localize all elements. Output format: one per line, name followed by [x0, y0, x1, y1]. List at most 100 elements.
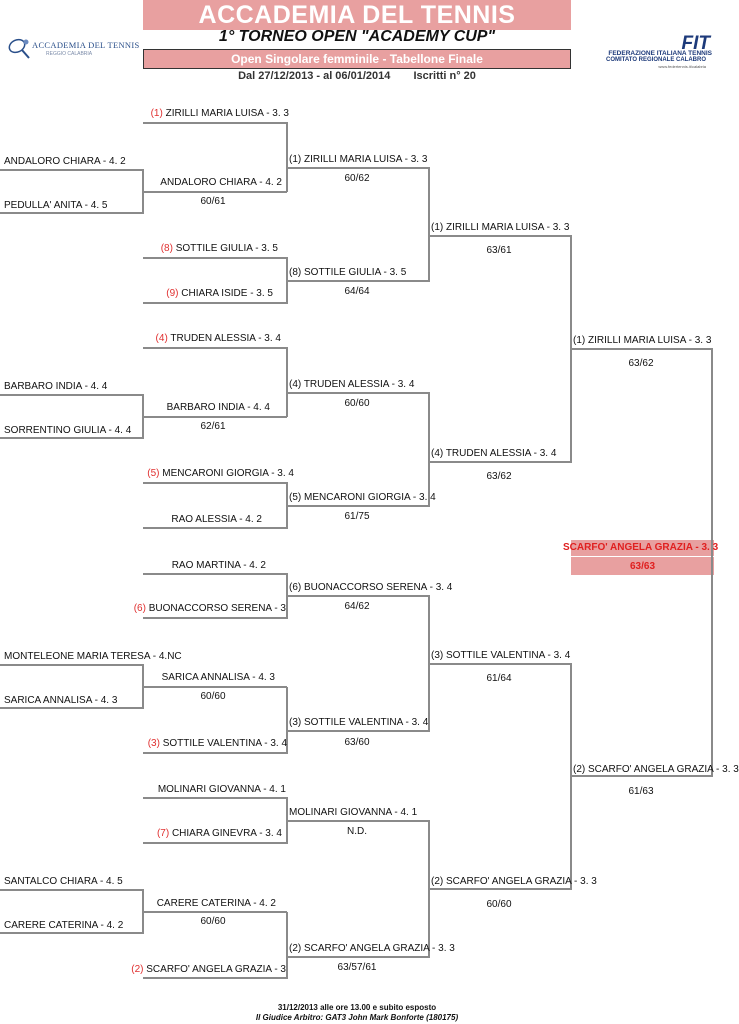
player-name: ANDALORO CHIARA - 4. 2 — [160, 177, 282, 188]
r0-player-5: MONTELEONE MARIA TERESA - 4.NC — [4, 651, 182, 662]
r2-score-8: 63/57/61 — [337, 962, 377, 973]
fit-logo-line2: COMITATO REGIONALE CALABRO — [606, 57, 706, 63]
fit-logo-line1: FEDERAZIONE ITALIANA TENNIS — [608, 50, 712, 57]
bracket-lines — [0, 122, 713, 979]
r1-player-4: (9) CHIARA ISIDE - 3. 5 — [166, 288, 273, 300]
r3-winner-1: (1) ZIRILLI MARIA LUISA - 3. 3 — [431, 222, 570, 233]
entrants-count: Iscritti n° 20 — [413, 70, 476, 82]
r4-score-1: 63/62 — [628, 358, 654, 369]
r4-score-2: 61/63 — [628, 786, 654, 797]
footer: 31/12/2013 alle ore 13.00 e subito espos… — [0, 1003, 714, 1023]
r1-player-8: RAO ALESSIA - 4. 2 — [171, 514, 262, 526]
r0-player-1: ANDALORO CHIARA - 4. 2 — [4, 156, 126, 167]
r1-player-11: SARICA ANNALISA - 4. 3 — [162, 672, 275, 684]
r1-player-1: (1) ZIRILLI MARIA LUISA - 3. 3 — [151, 108, 289, 120]
r1-player-5: (4) TRUDEN ALESSIA - 3. 4 — [156, 333, 281, 345]
r4-winner-1: (1) ZIRILLI MARIA LUISA - 3. 3 — [573, 335, 712, 346]
player-name: CARERE CATERINA - 4. 2 — [156, 898, 276, 909]
r2-winner-5: (6) BUONACCORSO SERENA - 3. 4 — [289, 582, 453, 593]
r2-connector-4 — [287, 820, 430, 958]
player-name: RAO MARTINA - 4. 2 — [171, 560, 266, 571]
champion-highlight — [571, 540, 714, 556]
fit-logo-mark: FIT — [681, 33, 711, 54]
r0-score-1: 60/61 — [200, 196, 226, 207]
page-title: ACCADEMIA DEL TENNIS — [198, 1, 516, 29]
bracket-connectors — [0, 122, 713, 979]
r0-score-2: 62/61 — [200, 421, 226, 432]
r0-player-6: SARICA ANNALISA - 4. 3 — [4, 695, 118, 706]
r2-winner-7: MOLINARI GIOVANNA - 4. 1 — [289, 807, 418, 818]
dates-text: Dal 27/12/2013 - al 06/01/2014 — [238, 70, 391, 82]
r1-player-9: RAO MARTINA - 4. 2 — [172, 560, 266, 572]
r3-winner-2: (4) TRUDEN ALESSIA - 3. 4 — [431, 448, 557, 459]
seed-label: (5) — [147, 468, 160, 479]
r2-score-6: 63/60 — [344, 737, 370, 748]
r3-score-2: 63/62 — [486, 471, 512, 482]
r2-winner-2: (8) SOTTILE GIULIA - 3. 5 — [289, 267, 407, 278]
champion-score-highlight — [571, 557, 714, 575]
academy-logo: ACCADEMIA DEL TENNIS REGGIO CALABRIA — [6, 32, 146, 68]
r1-player-12: (3) SOTTILE VALENTINA - 3. 4 — [148, 738, 287, 750]
seed-label: (4) — [155, 333, 168, 344]
seed-label: (1) — [150, 108, 163, 119]
r0-player-2: PEDULLA' ANITA - 4. 5 — [4, 200, 108, 211]
r2-score-7: N.D. — [347, 826, 367, 837]
player-name: SOTTILE GIULIA - 3. 5 — [175, 243, 278, 254]
footer-line1: 31/12/2013 alle ore 13.00 e subito espos… — [277, 1003, 437, 1012]
player-name: SCARFO' ANGELA GRAZIA - 3 — [146, 964, 286, 975]
r2-score-3: 60/60 — [344, 398, 370, 409]
r0-player-8: CARERE CATERINA - 4. 2 — [4, 920, 124, 931]
player-name: SOTTILE VALENTINA - 3. 4 — [162, 738, 287, 749]
r2-winner-3: (4) TRUDEN ALESSIA - 3. 4 — [289, 379, 415, 390]
r1-player-3: (8) SOTTILE GIULIA - 3. 5 — [161, 243, 278, 255]
player-name: CHIARA ISIDE - 3. 5 — [181, 288, 273, 299]
seed-label: (7) — [156, 828, 170, 839]
r3-score-1: 63/61 — [486, 245, 512, 256]
fit-logo: FIT FEDERAZIONE ITALIANA TENNIS COMITATO… — [571, 33, 714, 69]
tournament-subtitle: 1° TORNEO OPEN "ACADEMY CUP" — [218, 28, 496, 45]
category-label: Open Singolare femminile - Tabellone Fin… — [231, 52, 483, 66]
r3-winner-4: (2) SCARFO' ANGELA GRAZIA - 3. 3 — [431, 876, 597, 887]
player-name: MOLINARI GIOVANNA - 4. 1 — [157, 784, 286, 795]
r1-player-6: BARBARO INDIA - 4. 4 — [167, 402, 270, 414]
player-name: TRUDEN ALESSIA - 3. 4 — [170, 333, 281, 344]
champion-name: SCARFO' ANGELA GRAZIA - 3. 3 — [563, 542, 719, 553]
player-name: BUONACCORSO SERENA - 3 — [148, 603, 286, 614]
champion-score: 63/63 — [629, 561, 656, 572]
r2-winner-1: (1) ZIRILLI MARIA LUISA - 3. 3 — [289, 154, 428, 165]
academy-logo-text: ACCADEMIA DEL TENNIS — [32, 40, 140, 50]
r1-player-2: ANDALORO CHIARA - 4. 2 — [160, 177, 282, 189]
player-name: RAO ALESSIA - 4. 2 — [171, 514, 262, 525]
category-bar: Open Singolare femminile - Tabellone Fin… — [143, 49, 571, 69]
dates-line: Dal 27/12/2013 - al 06/01/2014 Iscritti … — [143, 70, 571, 82]
r2-connector-3 — [287, 595, 430, 732]
r2-winner-8: (2) SCARFO' ANGELA GRAZIA - 3. 3 — [289, 943, 455, 954]
player-name: CHIARA GINEVRA - 3. 4 — [171, 828, 282, 839]
seed-label: (3) — [147, 738, 160, 749]
r2-connector-1 — [287, 167, 430, 282]
tennis-racket-icon — [8, 38, 30, 59]
r0-player-7: SANTALCO CHIARA - 4. 5 — [4, 876, 123, 887]
r4-connector-1 — [571, 348, 713, 777]
r3-score-4: 60/60 — [486, 899, 512, 910]
player-name: MENCARONI GIORGIA - 3. 4 — [162, 468, 294, 479]
seed-label: (9) — [166, 288, 179, 299]
r0-score-3: 60/60 — [200, 691, 226, 702]
r2-score-2: 64/64 — [344, 286, 370, 297]
r2-winner-4: (5) MENCARONI GIORGIA - 3. 4 — [289, 492, 436, 503]
r2-score-4: 61/75 — [344, 511, 370, 522]
seed-label: (8) — [160, 243, 173, 254]
player-name: BARBARO INDIA - 4. 4 — [166, 402, 270, 413]
r0-player-4: SORRENTINO GIULIA - 4. 4 — [4, 425, 132, 436]
r0-score-4: 60/60 — [200, 916, 226, 927]
fit-logo-line3: www.federtennis.it/calabria — [658, 64, 706, 69]
r3-connector-1 — [429, 235, 572, 463]
r1-connector-6 — [143, 687, 288, 754]
r3-connector-2 — [429, 663, 572, 890]
r2-winner-6: (3) SOTTILE VALENTINA - 3. 4 — [289, 717, 429, 728]
r1-player-13: MOLINARI GIOVANNA - 4. 1 — [158, 784, 286, 796]
r1-player-16: (2) SCARFO' ANGELA GRAZIA - 3 — [131, 964, 286, 976]
seed-label: (6) — [133, 603, 146, 614]
r2-score-5: 64/62 — [344, 601, 370, 612]
player-name: ZIRILLI MARIA LUISA - 3. 3 — [165, 108, 289, 119]
